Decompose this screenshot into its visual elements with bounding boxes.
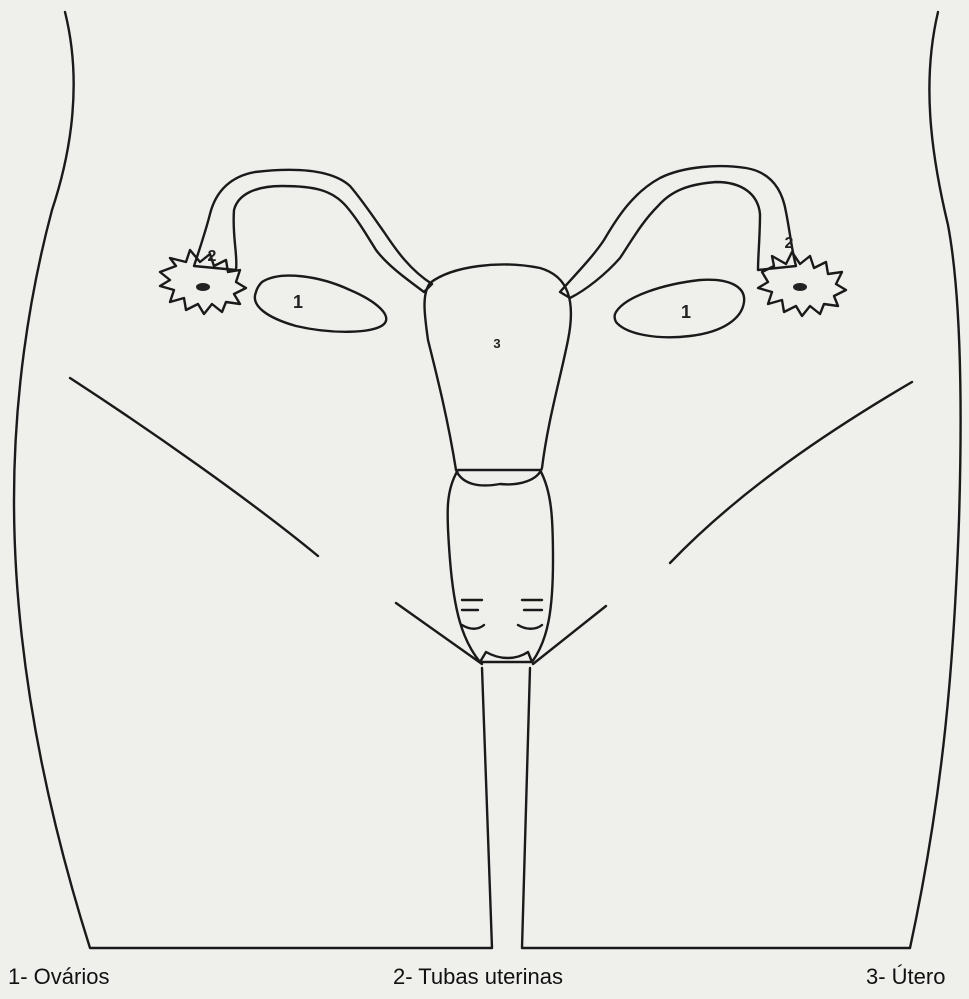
ovary-right-number: 1	[681, 302, 691, 322]
groin-line-left	[70, 378, 318, 556]
groin-line-right	[670, 382, 912, 563]
uterus	[425, 264, 571, 485]
uterus-number: 3	[493, 336, 500, 351]
ovary-left-number: 1	[293, 292, 303, 312]
vagina	[448, 470, 553, 662]
tube-right-number: 2	[785, 235, 794, 252]
tube-left-number: 2	[208, 248, 217, 265]
fallopian-tube-right	[560, 166, 796, 298]
ovary-right	[615, 280, 745, 338]
fimbriae-left-opening	[196, 283, 210, 291]
body-outline-left	[14, 12, 492, 948]
legend-item-ovaries: 1- Ovários	[8, 964, 109, 990]
labia-line-left	[396, 603, 482, 664]
introitus	[480, 652, 532, 662]
body-outline-right	[522, 12, 961, 948]
fallopian-tube-left	[194, 170, 432, 292]
legend-item-uterus: 3- Útero	[866, 964, 945, 990]
vaginal-fold	[462, 600, 542, 629]
ovary-left	[255, 276, 386, 332]
fimbriae-right-opening	[793, 283, 807, 291]
fimbriae-left	[160, 250, 246, 314]
legend-item-tubes: 2- Tubas uterinas	[393, 964, 563, 990]
